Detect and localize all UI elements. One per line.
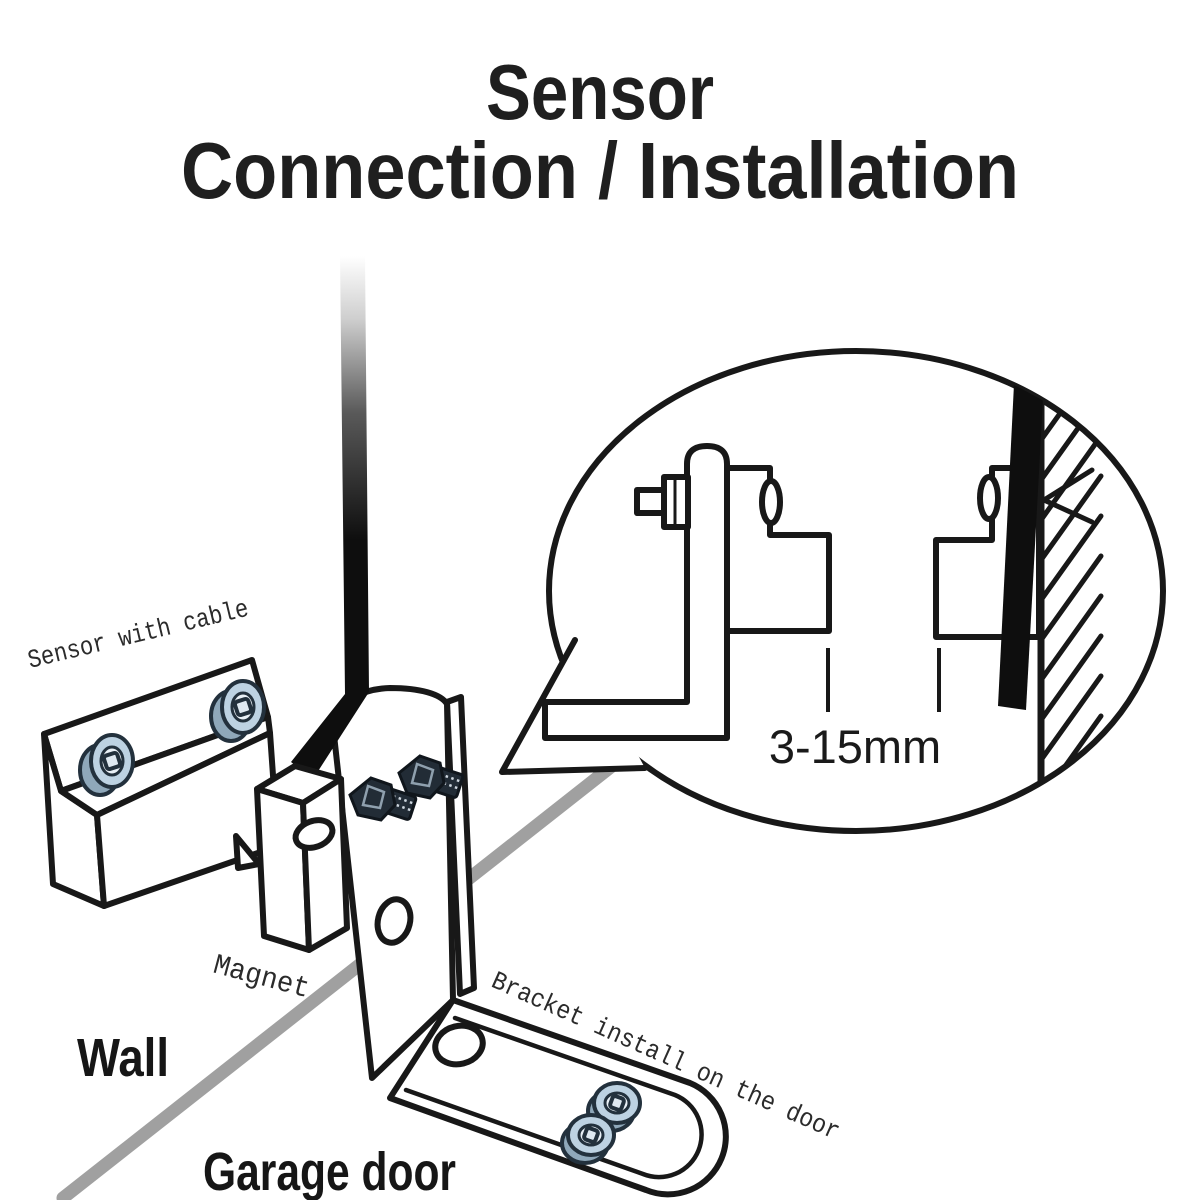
page-title: Sensor Connection / Installation xyxy=(181,48,1019,215)
callout-bubble: 3-15mm xyxy=(499,348,1166,834)
wall-door-divider-line xyxy=(56,759,619,1200)
page-title-line1: Sensor xyxy=(486,48,714,136)
detail-magnet-end xyxy=(759,478,783,526)
label-wall: Wall xyxy=(77,1028,169,1088)
label-magnet: Magnet xyxy=(210,949,313,1006)
sensor-assembly xyxy=(41,657,281,909)
detail-left-bracket xyxy=(542,443,832,741)
label-garage-door: Garage door xyxy=(203,1142,456,1200)
detail-sensor-screw-end xyxy=(977,474,1001,522)
bracket-plate-hole xyxy=(374,896,414,946)
bracket-arm-inner-line xyxy=(403,1015,704,1180)
magnet-notch xyxy=(233,833,262,871)
gap-dimension: 3-15mm xyxy=(769,648,941,773)
label-sensor-with-cable: Sensor with cable xyxy=(25,594,252,676)
hex-screw-left xyxy=(348,776,418,822)
magnet-assembly xyxy=(233,763,350,953)
sensor-screw-left xyxy=(78,733,135,797)
sensor-screw-right xyxy=(209,679,266,743)
detail-bracket-profile xyxy=(542,443,730,741)
bracket-arm-hole xyxy=(432,1022,486,1068)
detail-cable xyxy=(998,380,1044,710)
detail-bolt xyxy=(634,474,691,530)
bracket-screw-lower xyxy=(560,1113,616,1165)
detail-magnet-profile xyxy=(724,465,832,634)
gap-dimension-label: 3-15mm xyxy=(769,720,941,773)
magnet-hole xyxy=(292,817,336,851)
hex-screw-right xyxy=(397,754,465,800)
page-title-line2: Connection / Installation xyxy=(181,126,1019,215)
bracket-plate xyxy=(330,685,456,1081)
magnet-right-face xyxy=(300,776,350,953)
sensor-cable xyxy=(291,256,369,779)
